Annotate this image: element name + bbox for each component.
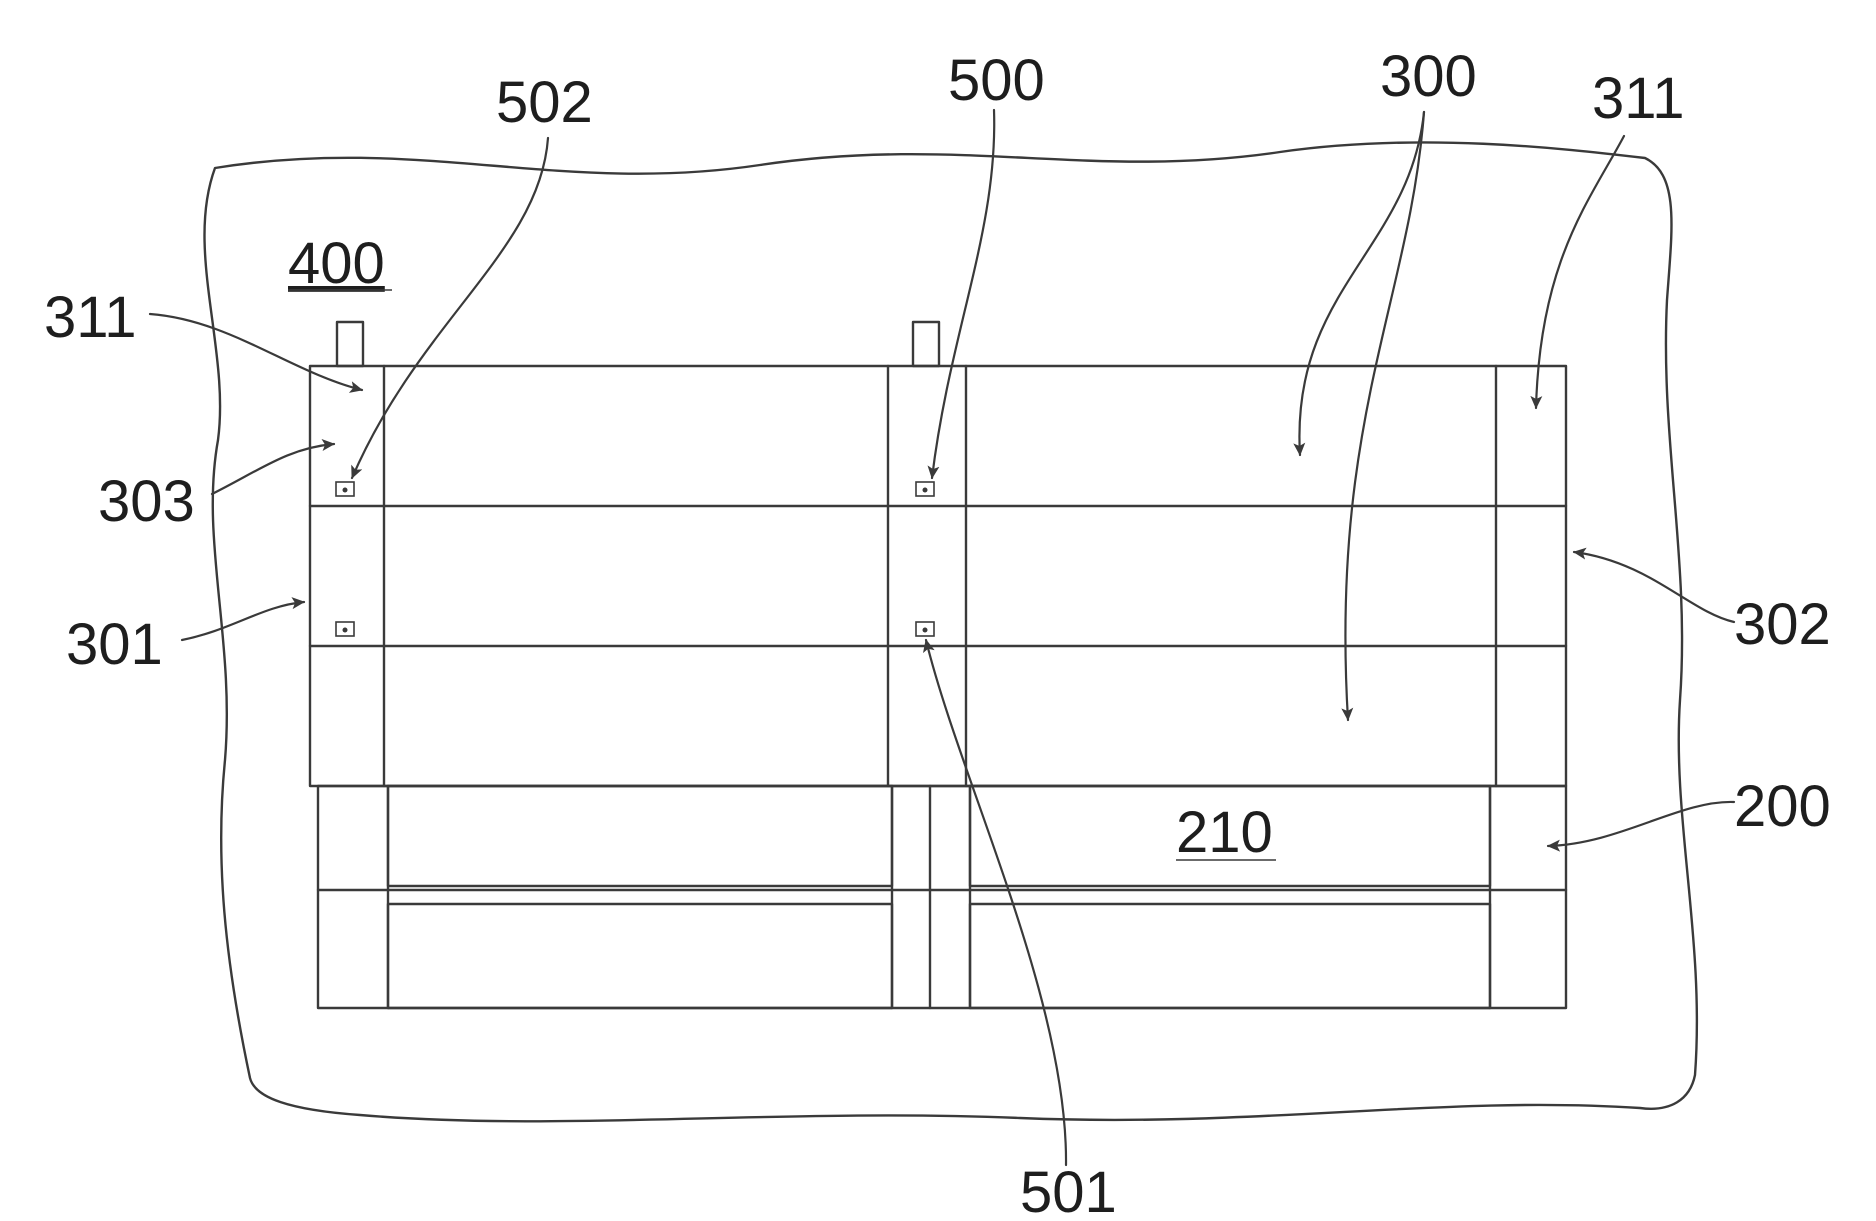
leader-303 bbox=[212, 444, 334, 494]
terminal-center bbox=[913, 322, 939, 366]
label-300: 300 bbox=[1380, 44, 1477, 109]
label-210: 210 bbox=[1176, 800, 1273, 865]
leader-502 bbox=[352, 138, 548, 478]
terminal-left bbox=[337, 322, 363, 366]
tray-200 bbox=[318, 786, 1566, 1008]
label-311-left: 311 bbox=[44, 285, 136, 350]
label-200: 200 bbox=[1734, 774, 1831, 839]
leader-311-left bbox=[150, 314, 362, 390]
sensor-502 bbox=[336, 482, 354, 496]
sensor-501 bbox=[916, 622, 934, 636]
cell-module-300 bbox=[310, 366, 1566, 786]
label-501: 501 bbox=[1020, 1160, 1117, 1221]
leader-501 bbox=[926, 640, 1066, 1165]
label-301: 301 bbox=[66, 612, 163, 677]
label-502: 502 bbox=[496, 70, 593, 135]
leader-200 bbox=[1548, 802, 1734, 846]
leader-300-a bbox=[1299, 112, 1424, 455]
sensor-500 bbox=[916, 482, 934, 496]
label-302: 302 bbox=[1734, 592, 1831, 657]
label-400: 400 bbox=[288, 231, 385, 296]
sensor-left-row2 bbox=[336, 622, 354, 636]
leader-301 bbox=[182, 602, 304, 640]
label-500: 500 bbox=[948, 48, 1045, 113]
leader-500 bbox=[932, 110, 994, 478]
outer-boundary bbox=[204, 142, 1696, 1121]
leader-300-b bbox=[1345, 112, 1424, 720]
label-303: 303 bbox=[98, 469, 195, 534]
leader-302 bbox=[1574, 552, 1734, 622]
label-311-right: 311 bbox=[1592, 66, 1684, 131]
